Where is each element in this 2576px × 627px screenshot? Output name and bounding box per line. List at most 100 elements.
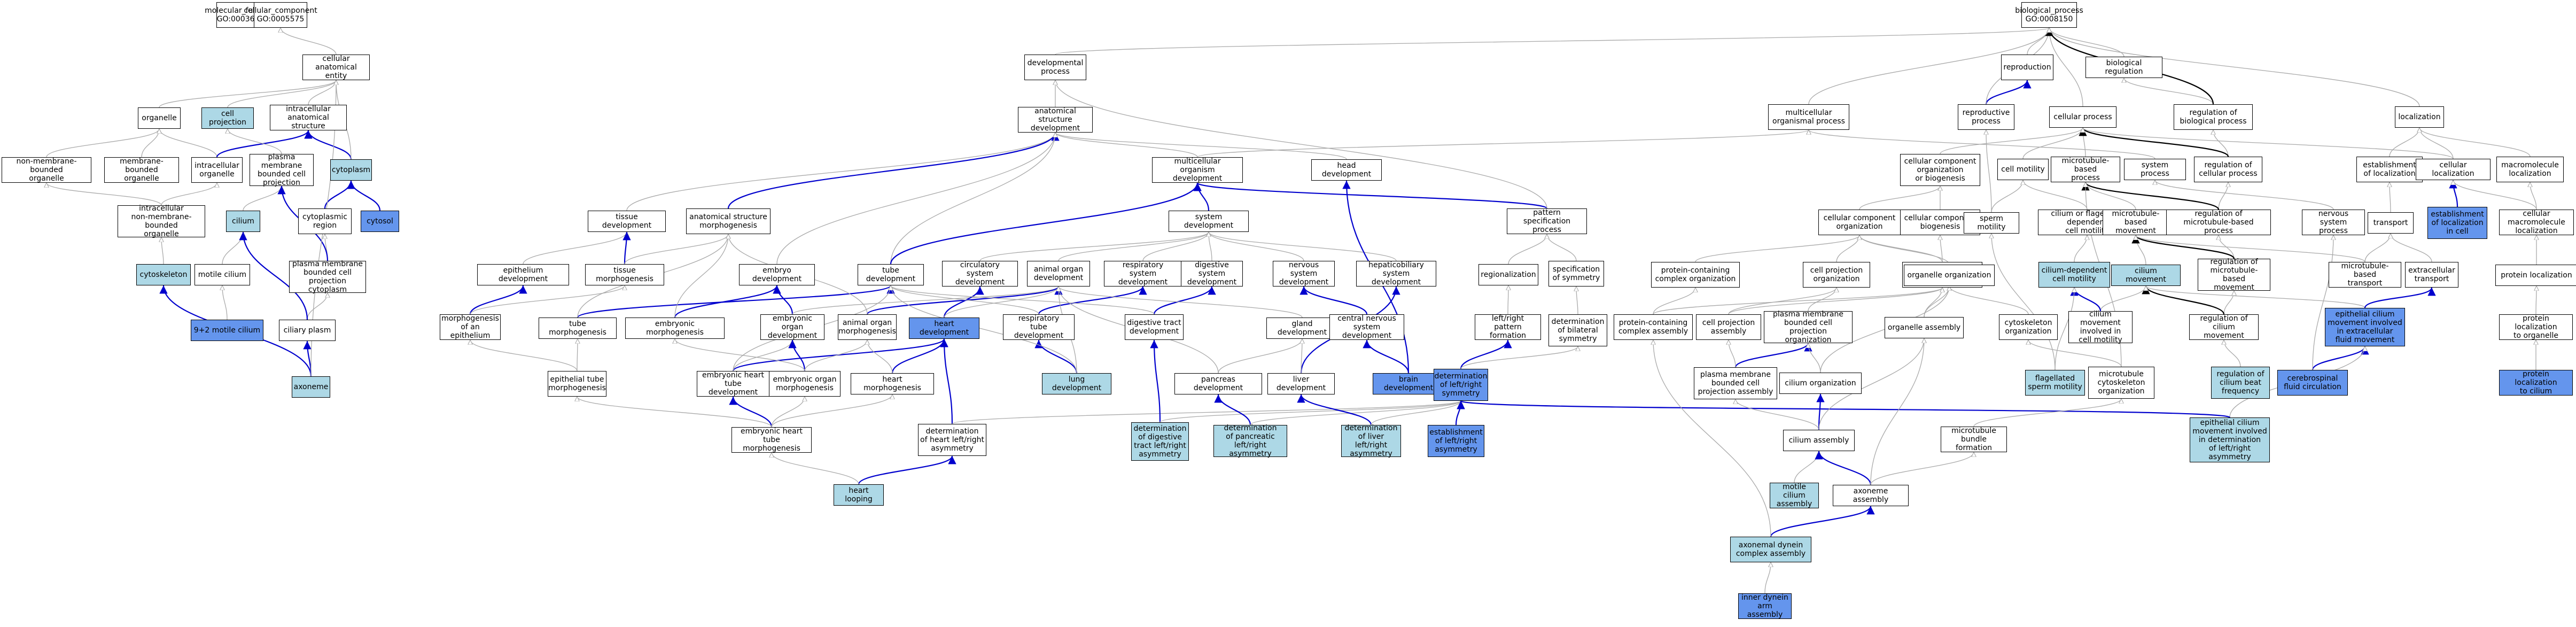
go-term-anatomical-structure-development[interactable]: anatomical structure development [1018,107,1093,133]
go-term-cytoskeleton-organization[interactable]: cytoskeleton organization [1999,314,2058,340]
go-term-organelle-organization[interactable]: organelle organization [1904,265,1995,286]
go-term-nervous-system-process[interactable]: nervous system process [2302,210,2365,235]
go-term-cilium-organization[interactable]: cilium organization [1779,373,1862,394]
go-term-digestive-tract-development[interactable]: digestive tract development [1125,314,1184,340]
go-term-lung-development[interactable]: lung development [1042,373,1111,394]
go-term-gland-development[interactable]: gland development [1266,318,1338,339]
go-term-anatomical-structure-morphogenesis[interactable]: anatomical structure morphogenesis [686,208,771,234]
go-term-embryonic-morphogenesis[interactable]: embryonic morphogenesis [625,318,725,339]
go-term-protein-localization[interactable]: protein localization [2495,265,2576,286]
go-term-hepaticobiliary-system-development[interactable]: hepaticobiliary system development [1356,261,1436,287]
go-term-macromolecule-localization[interactable]: macromolecule localization [2496,157,2564,182]
go-term-cilium-assembly[interactable]: cilium assembly [1783,430,1855,451]
go-term-developmental-process[interactable]: developmental process [1024,55,1086,80]
go-term-axonemal-dynein-complex-assembly[interactable]: axonemal dynein complex assembly [1730,537,1811,562]
go-term-microtubule-bundle-formation[interactable]: microtubule bundle formation [1941,427,2007,452]
go-term-regionalization[interactable]: regionalization [1478,264,1538,285]
go-term-non-membrane-bounded-organelle[interactable]: non-membrane-bounded organelle [2,157,91,183]
go-term-protein-containing-complex-organization[interactable]: protein-containing complex organization [1651,262,1740,288]
go-term-circulatory-system-development[interactable]: circulatory system development [942,261,1018,287]
go-term-cilium-movement[interactable]: cilium movement [2111,265,2181,286]
go-term-cellular-anatomical-entity[interactable]: cellular anatomical entity [302,55,370,80]
go-term-head-development[interactable]: head development [1311,159,1382,181]
go-term-animal-organ-morphogenesis[interactable]: animal organ morphogenesis [838,314,897,340]
go-term-heart-morphogenesis[interactable]: heart morphogenesis [851,373,934,394]
go-term-extracellular-transport[interactable]: extracellular transport [2405,262,2458,288]
go-term-liver-development[interactable]: liver development [1267,373,1335,394]
go-term-intracellular-nmb-organelle[interactable]: intracellular non-membrane-bounded organ… [118,204,205,238]
go-term-biological-regulation[interactable]: biological regulation [2085,57,2162,78]
go-term-axoneme[interactable]: axoneme [292,376,330,398]
go-term-localization[interactable]: localization [2395,106,2444,128]
go-term-microtubule-based-movement[interactable]: microtubule-based movement [2103,210,2169,235]
go-term-system-development[interactable]: system development [1169,211,1249,232]
go-term-cellular-localization[interactable]: cellular localization [2416,159,2491,180]
go-term-organelle[interactable]: organelle [138,107,181,129]
go-term-determination-of-left-right-symmetry[interactable]: determination of left/right symmetry [1434,369,1488,401]
go-term-ciliary-plasm[interactable]: ciliary plasm [279,320,336,341]
go-term-cilium-dependent-cell-motility[interactable]: cilium-dependent cell motility [2038,262,2110,288]
go-term-epithelium-development[interactable]: epithelium development [477,264,569,285]
go-term-cell-motility[interactable]: cell motility [1997,159,2049,180]
go-term-digestive-system-development[interactable]: digestive system development [1181,261,1243,287]
go-term-protein-containing-complex-assembly[interactable]: protein-containing complex assembly [1614,314,1693,340]
go-term-pancreas-development[interactable]: pancreas development [1174,373,1262,394]
go-term-embryo-development[interactable]: embryo development [739,264,815,285]
go-term-cellular-component[interactable]: cellular_component GO:0005575 [244,2,317,28]
go-term-organelle-assembly[interactable]: organelle assembly [1885,317,1964,338]
go-term-cell-projection-assembly[interactable]: cell projection assembly [1696,314,1761,340]
go-term-tissue-development[interactable]: tissue development [588,211,666,232]
go-term-inner-dynein-arm-assembly[interactable]: inner dynein arm assembly [1738,593,1792,619]
go-term-determination-of-liver-left-right-asymmetry[interactable]: determination of liver left/right asymme… [1341,424,1401,458]
go-term-pattern-specification-process[interactable]: pattern specification process [1507,208,1587,234]
go-term-heart-development[interactable]: heart development [909,318,979,339]
go-term-microtubule-cytoskeleton-organization[interactable]: microtubule cytoskeleton organization [2088,367,2154,399]
go-term-pm-bounded-cell-projection-organization[interactable]: plasma membrane bounded cell projection … [1764,310,1853,344]
go-term-cerebrospinal-fluid-circulation[interactable]: cerebrospinal fluid circulation [2277,370,2348,396]
go-term-nine-two-motile-cilium[interactable]: 9+2 motile cilium [191,320,263,341]
go-term-cilium[interactable]: cilium [226,211,260,232]
go-term-brain-development[interactable]: brain development [1373,373,1444,394]
go-term-axoneme-assembly[interactable]: axoneme assembly [1833,485,1909,506]
go-term-cellular-component-organization[interactable]: cellular component organization [1818,210,1901,235]
go-term-cellular-macromolecule-localization[interactable]: cellular macromolecule localization [2499,210,2574,235]
go-term-determination-of-pancreatic-left-right-asymmetry[interactable]: determination of pancreatic left/right a… [1213,424,1287,458]
go-term-cytoskeleton[interactable]: cytoskeleton [136,264,191,285]
go-term-reproduction[interactable]: reproduction [2001,55,2053,80]
go-term-epithelial-cilium-movement-extracellular-fluid[interactable]: epithelial cilium movement involved in e… [2325,308,2405,346]
go-term-cell-projection-organization[interactable]: cell projection organization [1803,262,1870,288]
go-term-tube-development[interactable]: tube development [858,264,924,285]
go-term-reproductive-process[interactable]: reproductive process [1958,104,2014,130]
go-term-cell-projection[interactable]: cell projection [201,107,254,129]
go-term-microtubule-based-process[interactable]: microtubule-based process [2051,157,2120,182]
go-term-embryonic-organ-morphogenesis[interactable]: embryonic organ morphogenesis [769,371,840,397]
go-term-establishment-of-left-right-asymmetry[interactable]: establishment of left/right asymmetry [1428,425,1484,457]
go-term-establishment-of-localization-in-cell[interactable]: establishment of localization in cell [2427,207,2487,239]
go-term-cytosol[interactable]: cytosol [361,211,399,232]
go-term-membrane-bounded-organelle[interactable]: membrane-bounded organelle [104,157,179,183]
go-term-cellular-process[interactable]: cellular process [2049,106,2116,128]
go-term-regulation-of-microtubule-based-process[interactable]: regulation of microtubule-based process [2166,210,2271,235]
go-term-multicellular-organism-development[interactable]: multicellular organism development [1152,157,1243,183]
go-term-left-right-pattern-formation[interactable]: left/right pattern formation [1475,314,1541,340]
go-term-central-nervous-system-development[interactable]: central nervous system development [1329,314,1404,340]
go-term-animal-organ-development[interactable]: animal organ development [1027,261,1090,287]
go-term-morphogenesis-of-an-epithelium[interactable]: morphogenesis of an epithelium [440,314,501,340]
go-term-nervous-system-development[interactable]: nervous system development [1273,261,1335,287]
go-term-establishment-of-localization[interactable]: establishment of localization [2356,157,2423,182]
go-term-pm-bounded-cell-projection-assembly[interactable]: plasma membrane bounded cell projection … [1694,367,1777,399]
go-term-sperm-motility[interactable]: sperm motility [1964,212,2019,234]
go-term-tissue-morphogenesis[interactable]: tissue morphogenesis [585,264,664,285]
go-term-transport[interactable]: transport [2368,212,2414,234]
go-term-regulation-of-cilium-beat-frequency[interactable]: regulation of cilium beat frequency [2211,367,2270,399]
go-term-tube-morphogenesis[interactable]: tube morphogenesis [539,318,617,339]
go-term-specification-of-symmetry[interactable]: specification of symmetry [1548,261,1604,287]
go-term-pm-bounded-cell-projection-cytoplasm[interactable]: plasma membrane bounded cell projection … [289,260,366,294]
go-term-cytoplasm[interactable]: cytoplasm [330,159,372,181]
go-term-multicellular-organismal-process[interactable]: multicellular organismal process [1768,104,1849,130]
go-term-protein-localization-to-cilium[interactable]: protein localization to cilium [2499,370,2573,396]
go-term-protein-localization-to-organelle[interactable]: protein localization to organelle [2499,314,2573,340]
go-term-flagellated-sperm-motility[interactable]: flagellated sperm motility [2025,370,2085,396]
go-term-cilium-movement-involved-in-cell-motility[interactable]: cilium movement involved in cell motilit… [2068,310,2133,344]
go-term-cellular-component-organization-or-biogenesis[interactable]: cellular component organization or bioge… [1900,154,1980,186]
